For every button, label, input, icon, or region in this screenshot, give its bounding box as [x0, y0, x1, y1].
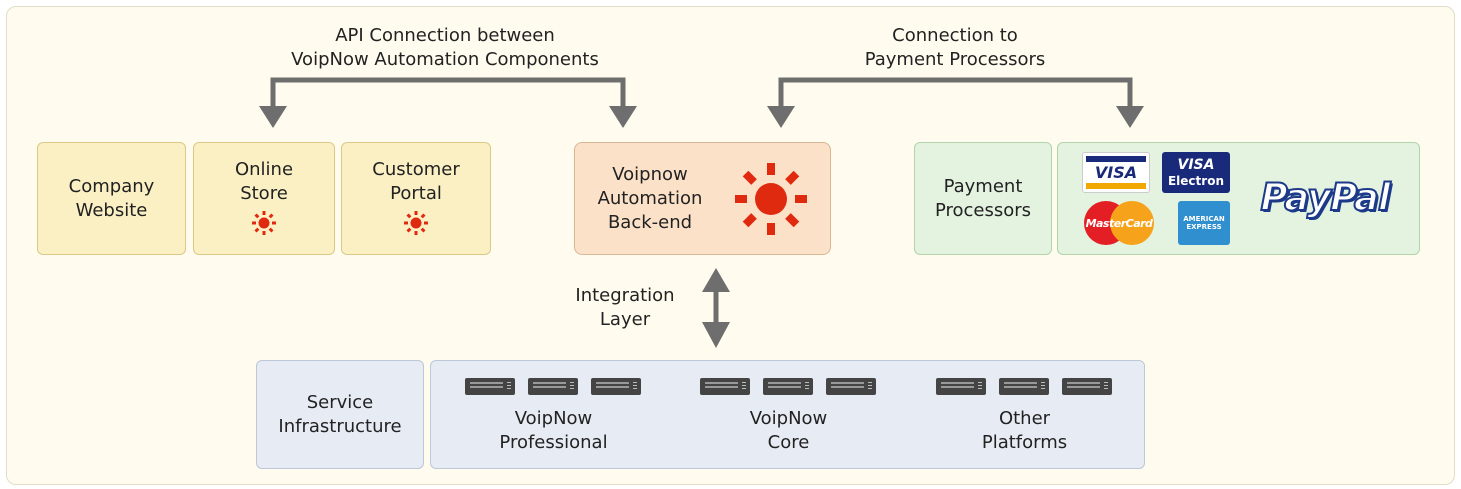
- payment-processors-label: Payment Processors: [934, 175, 1032, 221]
- arrow-head-left-2: [609, 106, 637, 128]
- customer-portal-label: Customer Portal: [372, 159, 460, 204]
- service-infrastructure-label: Service Infrastructure: [278, 391, 402, 437]
- server-icon: [528, 378, 578, 395]
- online-store-label: Online Store: [234, 159, 294, 204]
- arrow-head-left-1: [259, 106, 287, 128]
- server-icon: [700, 378, 750, 395]
- visa-logo: VISA: [1082, 152, 1150, 193]
- voipnow-core-label: VoipNow Core: [749, 408, 828, 453]
- service-infrastructure-box: Service Infrastructure: [256, 360, 424, 469]
- backend-box: Voipnow Automation Back-end: [574, 142, 831, 255]
- server-icon: [1062, 378, 1112, 395]
- arrow-head-up: [702, 268, 730, 292]
- arrow-head-right-2: [1116, 106, 1144, 128]
- api-connection-label: API Connection between VoipNow Automatio…: [291, 25, 599, 70]
- server-icon: [591, 378, 641, 395]
- mastercard-logo: MasterCard: [1082, 201, 1156, 245]
- payment-connection-label: Connection to Payment Processors: [864, 25, 1046, 70]
- arrow-head-down: [702, 322, 730, 348]
- sun-icon: [252, 211, 276, 235]
- visa-electron-logo: VISA Electron: [1162, 152, 1230, 193]
- server-icon: [999, 378, 1049, 395]
- sun-icon: [735, 162, 807, 235]
- arrow-head-right-1: [767, 106, 795, 128]
- server-icon: [936, 378, 986, 395]
- server-icon: [763, 378, 813, 395]
- server-icon: [826, 378, 876, 395]
- amex-logo: AMERICAN EXPRESS: [1178, 201, 1230, 245]
- other-platforms-label: Other Platforms: [981, 408, 1068, 453]
- payment-logos-box: VISA VISA Electron MasterCard AMERICAN E…: [1057, 142, 1420, 255]
- payment-processors-box: Payment Processors: [914, 142, 1052, 255]
- online-store-box: Online Store: [193, 142, 335, 255]
- platforms-box: VoipNow Professional VoipNow Core Other …: [430, 360, 1145, 469]
- sun-icon: [404, 211, 428, 235]
- company-website-label: Company Website: [68, 175, 155, 221]
- voipnow-professional-label: VoipNow Professional: [499, 408, 608, 453]
- integration-layer-label: Integration Layer: [575, 285, 675, 330]
- backend-label: Voipnow Automation Back-end: [597, 163, 703, 233]
- paypal-logo: PayPal: [1259, 175, 1391, 220]
- server-icon: [465, 378, 515, 395]
- company-website-box: Company Website: [37, 142, 186, 255]
- customer-portal-box: Customer Portal: [341, 142, 491, 255]
